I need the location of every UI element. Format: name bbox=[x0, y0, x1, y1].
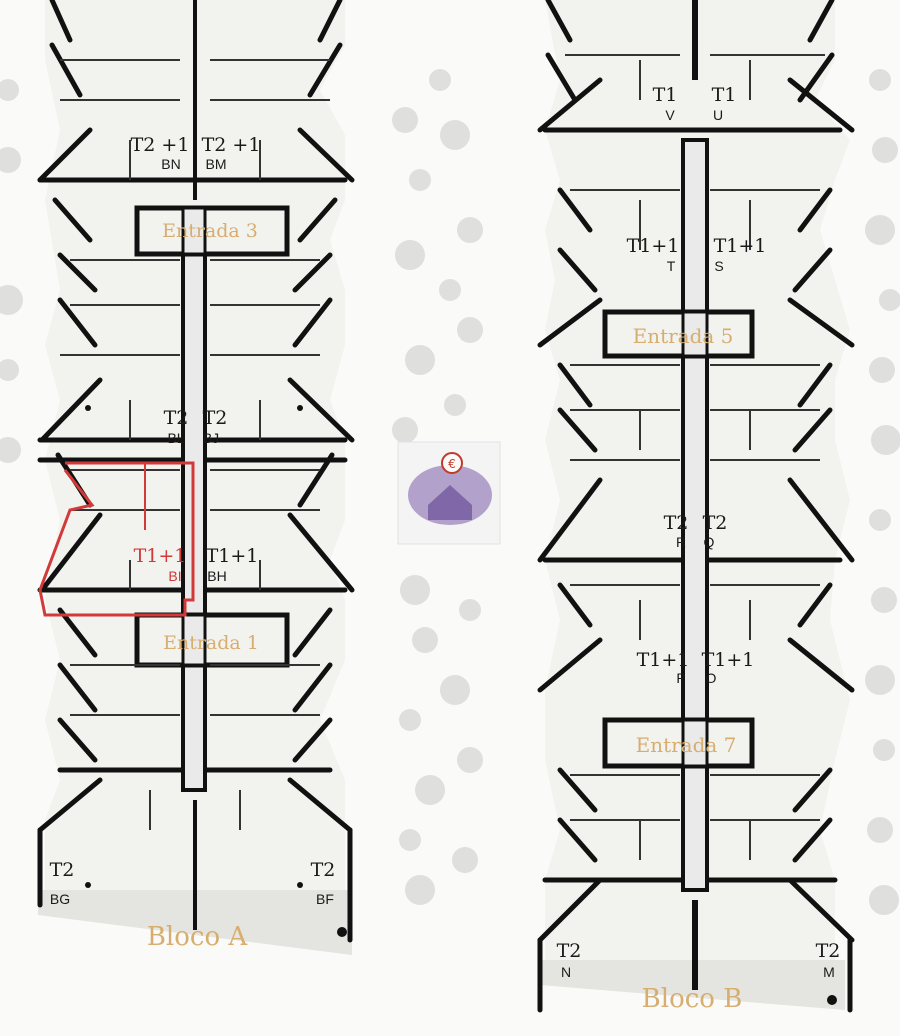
unit-s-code: S bbox=[714, 258, 723, 274]
unit-q-code: Q bbox=[704, 534, 715, 550]
unit-bn-code: BN bbox=[161, 156, 180, 172]
tree-icon bbox=[457, 217, 483, 243]
tree-icon bbox=[459, 599, 481, 621]
tree-icon bbox=[400, 575, 430, 605]
tree-icon bbox=[399, 829, 421, 851]
tree-icon bbox=[452, 847, 478, 873]
tree-icon bbox=[429, 69, 451, 91]
tree-icon bbox=[399, 709, 421, 731]
tree-icon bbox=[0, 79, 19, 101]
unit-bf-type: T2 bbox=[311, 859, 336, 881]
tree-icon bbox=[0, 147, 21, 173]
entrance-7-core bbox=[602, 717, 755, 769]
unit-t-type: T1+1 bbox=[627, 235, 680, 257]
entrance-7-label: Entrada 7 bbox=[636, 733, 737, 757]
unit-bf-code: BF bbox=[316, 891, 334, 907]
unit-bi-type: T1+1 bbox=[134, 545, 187, 567]
block-b bbox=[537, 0, 855, 1013]
unit-p-type: T1+1 bbox=[637, 649, 690, 671]
tree-icon bbox=[0, 437, 21, 463]
tree-icon bbox=[872, 137, 898, 163]
unit-m-type: T2 bbox=[816, 940, 841, 962]
block-b-label: Bloco B bbox=[642, 984, 743, 1014]
tree-icon bbox=[873, 739, 895, 761]
unit-o-type: T1+1 bbox=[702, 649, 755, 671]
unit-bn-type: T2 +1 bbox=[131, 134, 190, 156]
unit-m-code: M bbox=[823, 964, 835, 980]
tree-icon bbox=[871, 587, 897, 613]
euro-house-logo: € bbox=[397, 441, 501, 545]
tree-icon bbox=[871, 425, 900, 455]
tree-icon bbox=[405, 875, 435, 905]
unit-bh-type: T1+1 bbox=[206, 545, 259, 567]
tree-icon bbox=[0, 359, 19, 381]
unit-bi-code: BI bbox=[168, 568, 181, 584]
unit-bi-highlight bbox=[38, 461, 195, 617]
tree-icon bbox=[0, 285, 23, 315]
entrance-1-core bbox=[134, 612, 290, 668]
entrance-3-label: Entrada 3 bbox=[162, 220, 258, 242]
unit-bl-type: T2 bbox=[164, 407, 189, 429]
unit-r-code: R bbox=[676, 534, 686, 550]
unit-p-code: P bbox=[676, 670, 685, 686]
tree-icon bbox=[457, 747, 483, 773]
block-a bbox=[37, 0, 355, 955]
unit-u-code: U bbox=[713, 107, 723, 123]
tree-icon bbox=[415, 775, 445, 805]
unit-bj-type: T2 bbox=[203, 407, 228, 429]
tree-icon bbox=[444, 394, 466, 416]
tree-icon bbox=[405, 345, 435, 375]
tree-icon bbox=[869, 69, 891, 91]
unit-q-type: T2 bbox=[703, 512, 728, 534]
tree-icon bbox=[869, 885, 899, 915]
tree-icon bbox=[879, 289, 900, 311]
entrance-5-label: Entrada 5 bbox=[633, 324, 734, 348]
tree-icon bbox=[457, 317, 483, 343]
unit-bh-code: BH bbox=[207, 568, 226, 584]
unit-t-code: T bbox=[667, 258, 676, 274]
tree-icon bbox=[869, 357, 895, 383]
entrance-5-core bbox=[602, 309, 755, 359]
unit-n-code: N bbox=[561, 964, 571, 980]
unit-r-type: T2 bbox=[664, 512, 689, 534]
unit-bg-code: BG bbox=[50, 891, 70, 907]
tree-icon bbox=[865, 215, 895, 245]
unit-bm-type: T2 +1 bbox=[202, 134, 261, 156]
unit-u-type: T1 bbox=[712, 84, 737, 106]
entrance-1-label: Entrada 1 bbox=[163, 632, 259, 654]
unit-n-type: T2 bbox=[557, 940, 582, 962]
svg-text:€: € bbox=[448, 457, 456, 471]
unit-bj-code: BJ bbox=[203, 430, 219, 446]
unit-o-code: O bbox=[706, 670, 717, 686]
tree-icon bbox=[865, 665, 895, 695]
unit-bg-type: T2 bbox=[50, 859, 75, 881]
unit-v-code: V bbox=[665, 107, 675, 123]
unit-bl-code: BL bbox=[167, 430, 184, 446]
tree-icon bbox=[409, 169, 431, 191]
tree-icon bbox=[392, 107, 418, 133]
trees-layer bbox=[0, 69, 900, 915]
unit-bm-code: BM bbox=[206, 156, 227, 172]
tree-icon bbox=[412, 627, 438, 653]
tree-icon bbox=[392, 417, 418, 443]
tree-icon bbox=[869, 509, 891, 531]
tree-icon bbox=[867, 817, 893, 843]
tree-icon bbox=[439, 279, 461, 301]
tree-icon bbox=[440, 675, 470, 705]
entrance-3-core bbox=[134, 205, 290, 257]
block-a-label: Bloco A bbox=[147, 922, 249, 952]
tree-icon bbox=[440, 120, 470, 150]
unit-s-type: T1+1 bbox=[714, 235, 767, 257]
unit-v-type: T1 bbox=[653, 84, 678, 106]
tree-icon bbox=[395, 240, 425, 270]
